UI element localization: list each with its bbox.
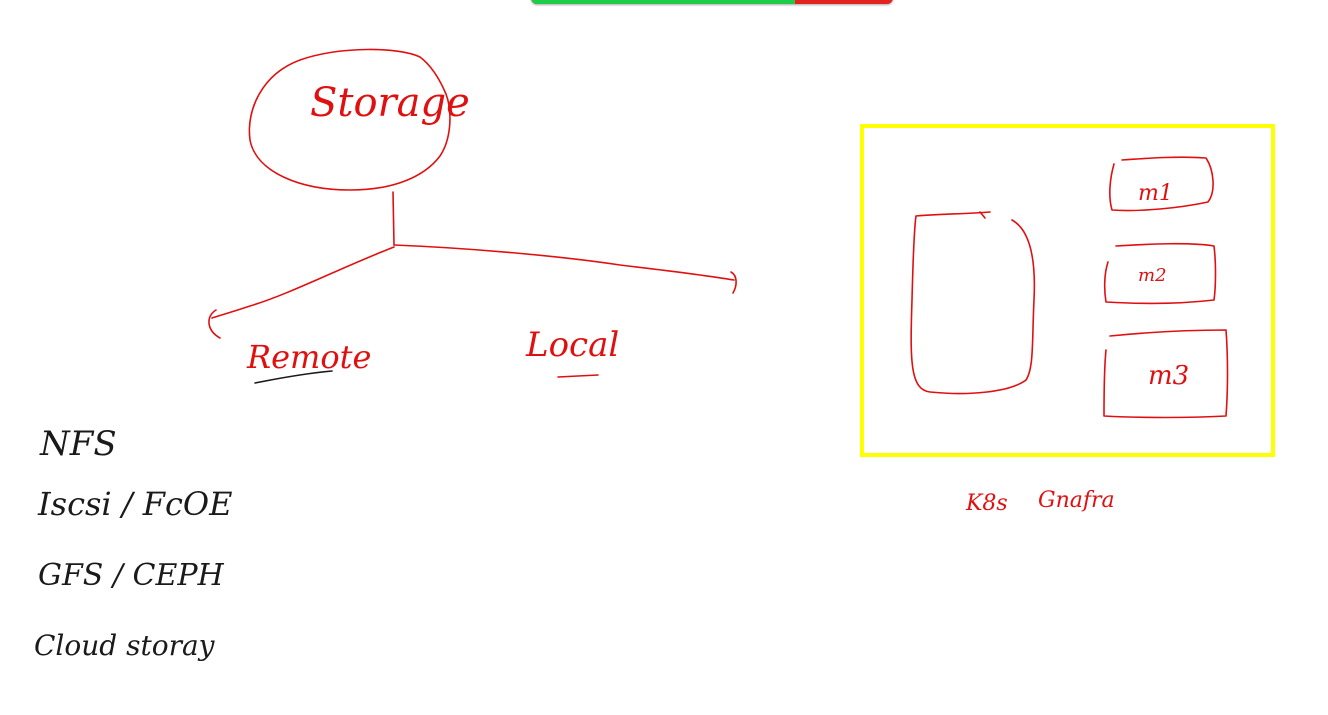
remote-label: Remote [246, 338, 371, 376]
node-m3-box [1103, 329, 1229, 419]
arrow-left-head [208, 309, 221, 339]
node-m1-label: m1 [1138, 181, 1173, 206]
top-progress-bar [531, 0, 893, 4]
cluster-frame [860, 124, 1275, 457]
storage-ellipse [248, 48, 451, 191]
list-item-nfs: NFS [39, 424, 117, 464]
node-m3-label: m3 [1148, 361, 1189, 391]
cluster-caption-k8s: K8s [965, 491, 1008, 516]
tree-trunk [392, 191, 395, 246]
node-m2-box [1103, 242, 1217, 305]
local-label: Local [525, 325, 619, 365]
list-item-gfs-ceph: GFS / CEPH [38, 558, 225, 593]
cluster-main-node [910, 211, 1036, 395]
branch-left [211, 246, 395, 319]
node-m2-label: m2 [1138, 265, 1167, 286]
cluster-caption-grafana: Gnafra [1038, 488, 1115, 513]
list-item-iscsi: Iscsi / FcOE [37, 485, 232, 523]
storage-label: Storage [310, 80, 470, 126]
top-progress-fill [531, 0, 796, 4]
branch-right [393, 244, 735, 281]
node-m1-box [1109, 156, 1214, 212]
local-underline [557, 374, 599, 378]
cluster-main-node-mark [979, 211, 986, 219]
arrow-right-head [730, 271, 737, 294]
list-item-cloud: Cloud storay [34, 629, 216, 662]
remote-underline [254, 370, 333, 384]
